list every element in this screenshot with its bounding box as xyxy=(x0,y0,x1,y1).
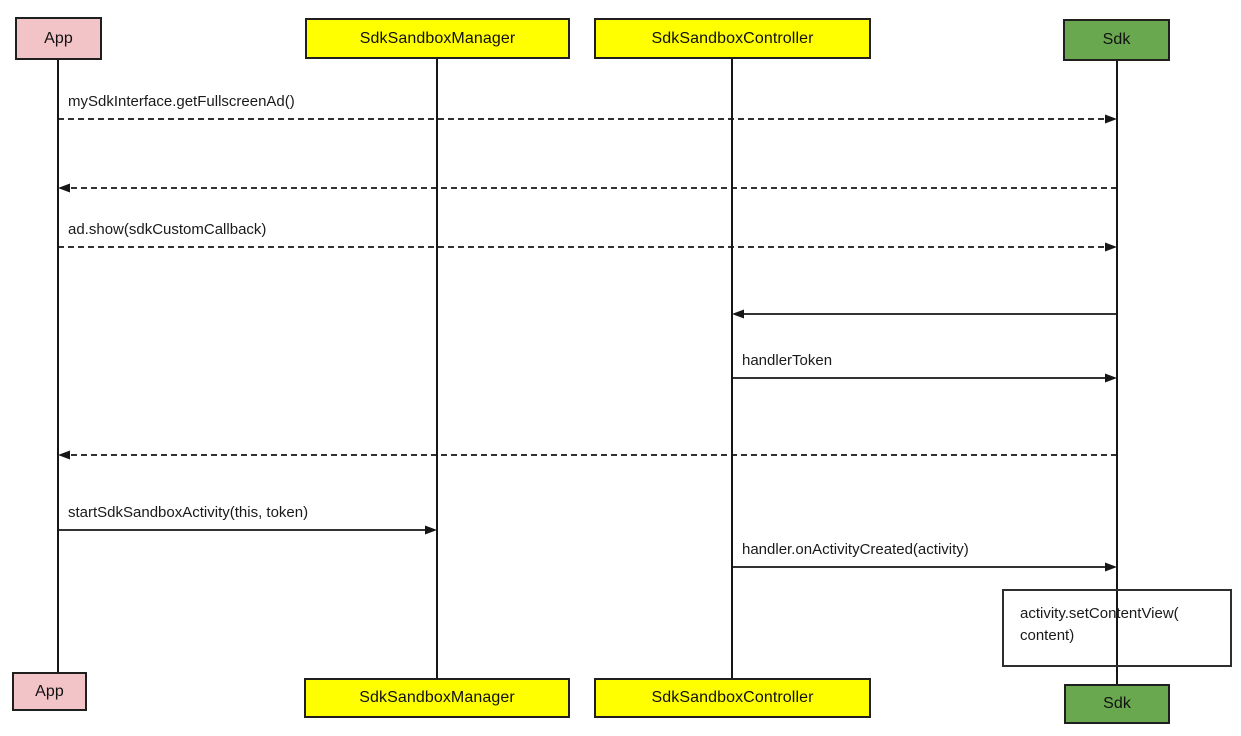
actor-label: App xyxy=(35,682,64,700)
actor-box-bottom-app: App xyxy=(12,672,87,711)
actor-box-bottom-sdk: Sdk xyxy=(1064,684,1170,724)
message-label-6: startSdkSandboxActivity(this, token) xyxy=(68,504,309,521)
actor-label: SdkSandboxManager xyxy=(359,29,516,47)
actor-box-bottom-sdk-sandbox-controller: SdkSandboxController xyxy=(594,678,871,718)
note-text-line1: activity.setContentView( xyxy=(1020,605,1179,622)
actor-label: SdkSandboxManager xyxy=(359,689,515,706)
actor-box-bottom-sdk-sandbox-manager: SdkSandboxManager xyxy=(304,678,570,718)
message-label-7: handler.onActivityCreated(activity) xyxy=(742,541,969,558)
message-arrowhead-0 xyxy=(1105,114,1117,124)
actor-label: App xyxy=(44,29,73,47)
message-arrowhead-4 xyxy=(1105,373,1117,383)
message-label-2: ad.show(sdkCustomCallback) xyxy=(68,221,267,238)
actor-label: Sdk xyxy=(1102,31,1131,48)
message-arrowhead-1 xyxy=(58,183,70,193)
note-box: activity.setContentView( content) xyxy=(1002,589,1232,667)
actor-box-top-app: App xyxy=(15,17,102,60)
message-label-0: mySdkInterface.getFullscreenAd() xyxy=(68,93,295,110)
message-arrowhead-3 xyxy=(732,309,744,319)
message-label-4: handlerToken xyxy=(742,352,833,369)
actor-label: SdkSandboxController xyxy=(651,689,814,706)
actor-box-top-sdk-sandbox-manager: SdkSandboxManager xyxy=(305,18,570,59)
message-arrowhead-6 xyxy=(425,525,437,535)
actor-label: SdkSandboxController xyxy=(651,29,814,47)
actor-label: Sdk xyxy=(1103,695,1131,712)
message-arrowhead-7 xyxy=(1105,562,1117,572)
actor-box-top-sdk-sandbox-controller: SdkSandboxController xyxy=(594,18,871,59)
note-text-line2: content) xyxy=(1020,627,1075,644)
message-arrowhead-2 xyxy=(1105,242,1117,252)
message-arrowhead-5 xyxy=(58,450,70,460)
actor-box-top-sdk: Sdk xyxy=(1063,19,1170,61)
